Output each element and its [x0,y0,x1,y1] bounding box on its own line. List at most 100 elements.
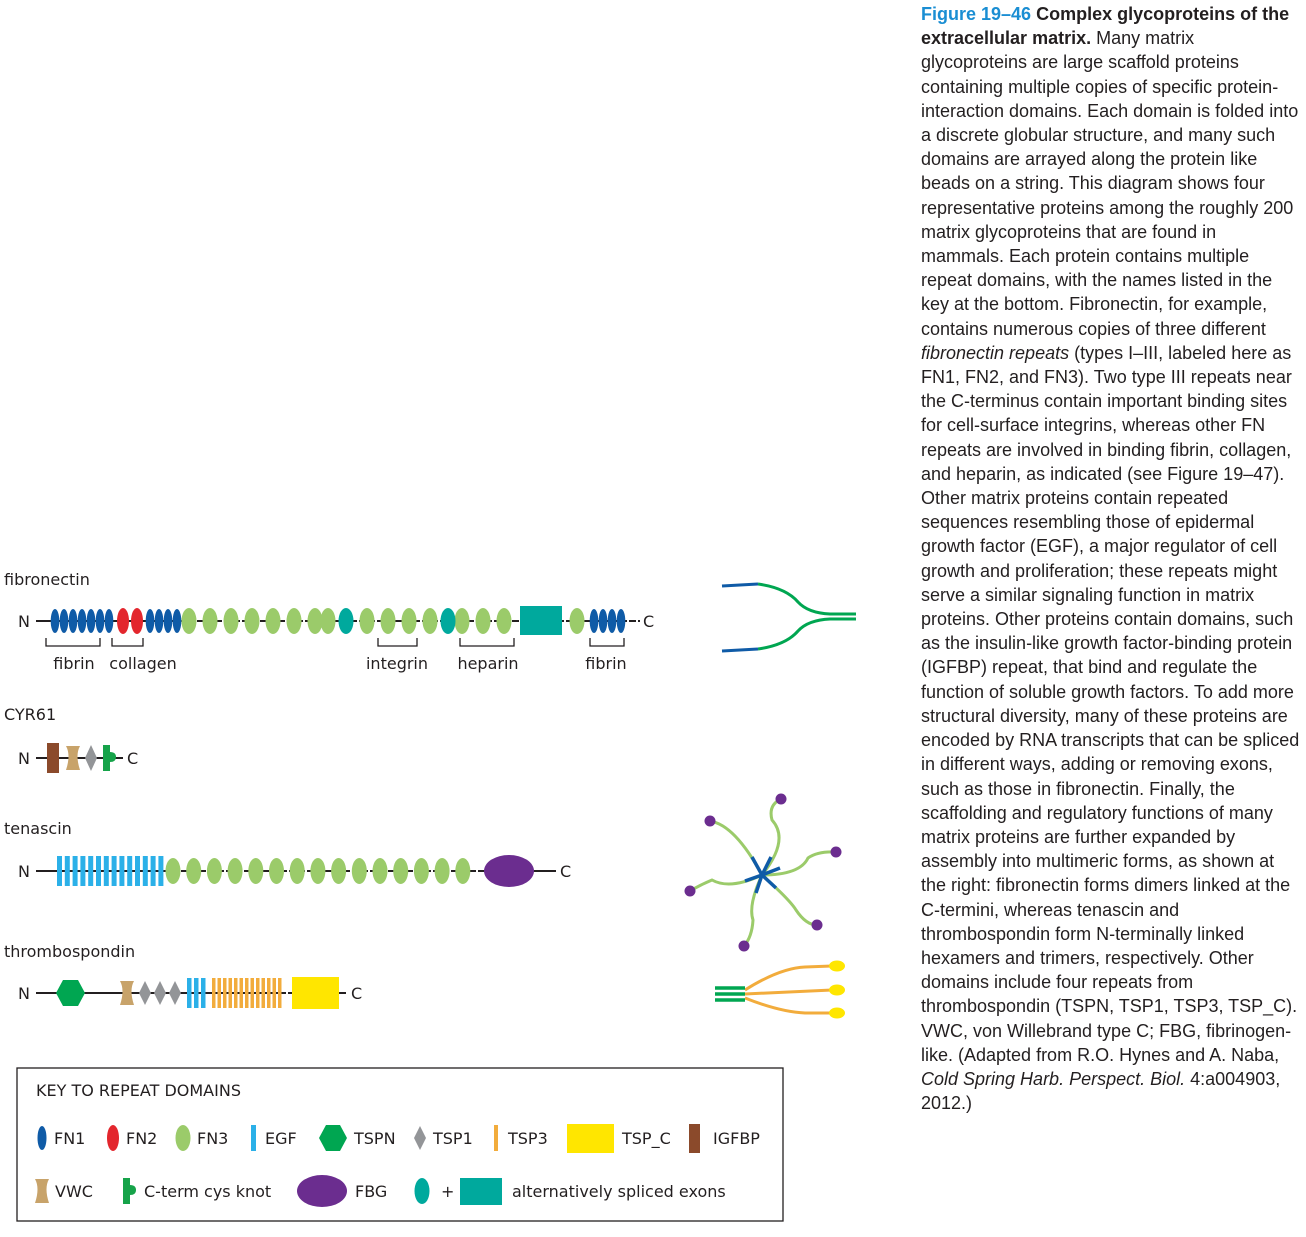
egf-domain [111,856,117,886]
tsp3-domain [267,978,271,1008]
fn1-domain [59,609,69,633]
region-heparin: heparin [457,654,518,673]
tsp3-domain [250,978,254,1008]
fn3-domain [265,608,281,634]
region-integrin: integrin [366,654,428,673]
tsp1-domain [169,981,181,1005]
key-box: KEY TO REPEAT DOMAINS FN1 FN2 FN3 EGF TS… [16,1067,784,1222]
fibronectin-dimer-icon [721,582,856,653]
fn3-domain [289,858,305,884]
key-fn1-icon [37,1126,47,1150]
fn3-domain [351,858,367,884]
key-egf-icon [251,1125,256,1151]
egf-domain [57,856,62,886]
alt-spliced-exon-block [520,606,562,635]
fn3-domain [310,858,326,884]
tsp3-domain [272,978,276,1008]
key-egf-label: EGF [265,1129,297,1148]
fn3-domain [372,858,388,884]
fn1-domain [104,609,114,633]
fn3-domain [186,858,202,884]
egf-domain [96,856,101,886]
fibronectin-region-brackets [45,638,625,647]
fn3-domain [307,608,323,634]
figure-number: Figure 19–46 [921,4,1032,24]
tsp3-domain [261,978,265,1008]
fn3-domain [455,858,471,884]
key-fn2-label: FN2 [126,1129,157,1148]
egf-domain [88,856,94,886]
fn3-domain [206,858,222,884]
tsp3-domain [256,978,260,1008]
tsp3-domain [245,978,249,1008]
fn3-domain [181,608,197,634]
cyr61-label: CYR61 [4,705,56,724]
tsp1-domain [139,981,151,1005]
key-igfbp-label: IGFBP [713,1129,760,1148]
tenascin-label: tenascin [4,819,72,838]
tenascin-hexamer-icon [684,793,842,952]
tsp3-domain [217,978,221,1008]
caption-body-3: 4:a004903, 2012.) [921,1068,1281,1114]
thrombospondin-label: thrombospondin [4,942,135,961]
tenascin-row: tenascin N C [4,819,571,887]
fn3-domain [475,608,491,634]
tsp3-domain [278,978,282,1008]
fn3-domain [269,858,284,884]
caption-italic-2: Cold Spring Harb. Perspect. Biol. [921,1068,1186,1089]
fn1-domain [77,609,87,633]
fn3-domain [496,608,512,634]
fn2-domain [131,608,143,634]
fn3-domain [569,608,585,634]
key-igfbp-icon [689,1124,700,1153]
egf-domain [135,856,140,886]
key-alt-exon-rect-icon [460,1178,502,1205]
fn1-domain [95,609,105,633]
fn3-domain [320,608,336,634]
fn1-domain [163,609,173,633]
fn3-domain [227,858,243,884]
thrombospondin-trimer-icon [715,960,845,1019]
fn1-domain [154,609,164,633]
egf-domain [142,856,148,886]
fn3-domain [413,858,429,884]
cyr61-igfbp-domain [47,743,59,773]
fn3-domain [286,608,302,634]
thrombospondin-tsp-c-domain [292,977,339,1009]
egf-domain [201,978,206,1008]
key-plus-sign: + [441,1182,454,1201]
key-fn1-label: FN1 [54,1129,85,1148]
tsp1-domain [154,981,166,1005]
caption-body-2: (types I–III, labeled here as FN1, FN2, … [921,342,1300,1065]
fn3-domain [393,858,409,884]
thrombospondin-row: thrombospondin N C [4,942,362,1009]
key-tsp1-label: TSP1 [432,1129,473,1148]
cyr61-row: CYR61 N C [4,705,138,773]
cyr61-tsp1-domain [85,745,97,771]
fibronectin-domains [50,606,626,635]
tenascin-domains [57,856,471,886]
fn2-domain [117,608,129,634]
tenascin-fbg-domain [484,855,534,887]
figure-title: Complex glycoproteins of the extracellul… [921,4,1290,49]
fn3-domain [454,608,470,634]
fn3-domain [331,858,347,884]
fn1-domain [172,609,182,633]
egf-domain [72,856,78,886]
egf-domain [158,856,164,886]
tsp3-domain [234,978,238,1008]
egf-domain [187,978,192,1008]
thrombospondin-c-terminus: C [351,984,362,1003]
key-tsp3-label: TSP3 [507,1129,548,1148]
egf-domain [103,856,109,886]
cyr61-c-terminus: C [127,749,138,768]
egf-domain [80,856,86,886]
tenascin-c-terminus: C [560,862,571,881]
fn1-domain [589,609,599,633]
key-cterm-label: C-term cys knot [144,1182,271,1201]
fn1-domain [86,609,96,633]
cyr61-cterm-domain [103,745,116,771]
key-fn2-icon [107,1125,119,1151]
fibronectin-label: fibronectin [4,570,90,589]
key-tsp-c-label: TSP_C [621,1129,671,1149]
